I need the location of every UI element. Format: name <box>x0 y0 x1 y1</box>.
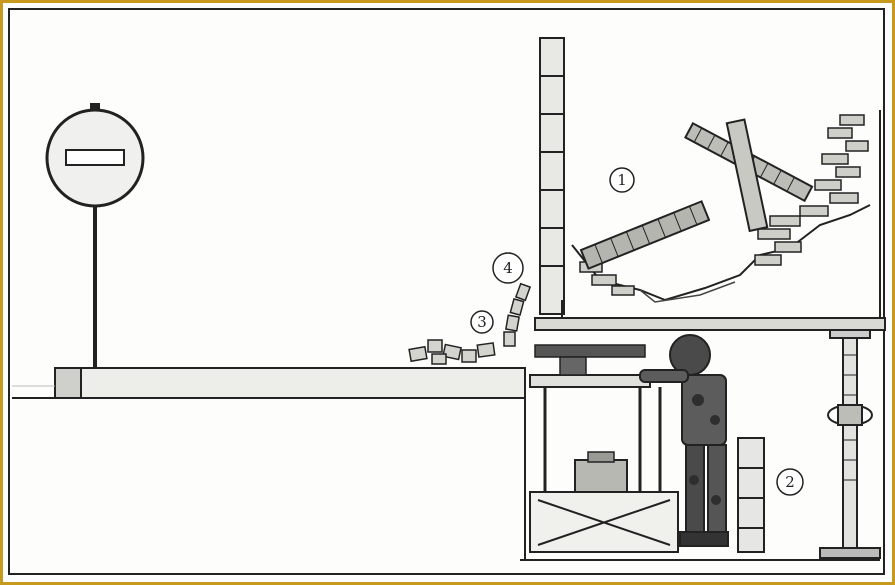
marker-2-label: 2 <box>785 473 795 491</box>
support-jack-icon <box>820 330 880 558</box>
marker-1-label: 1 <box>617 171 627 189</box>
falling-bricks <box>409 284 530 364</box>
marker-4: 4 <box>493 253 523 283</box>
brick-column <box>540 38 564 314</box>
no-entry-sign-icon <box>47 103 143 368</box>
marker-3-label: 3 <box>477 313 487 331</box>
marker-1: 1 <box>610 168 634 192</box>
brick-stack <box>738 438 764 552</box>
marker-2: 2 <box>777 469 803 495</box>
marker-3: 3 <box>471 311 493 333</box>
marker-4-label: 4 <box>503 259 513 277</box>
sidewalk-slab <box>12 368 525 398</box>
damaged-wall-panel <box>535 110 885 330</box>
